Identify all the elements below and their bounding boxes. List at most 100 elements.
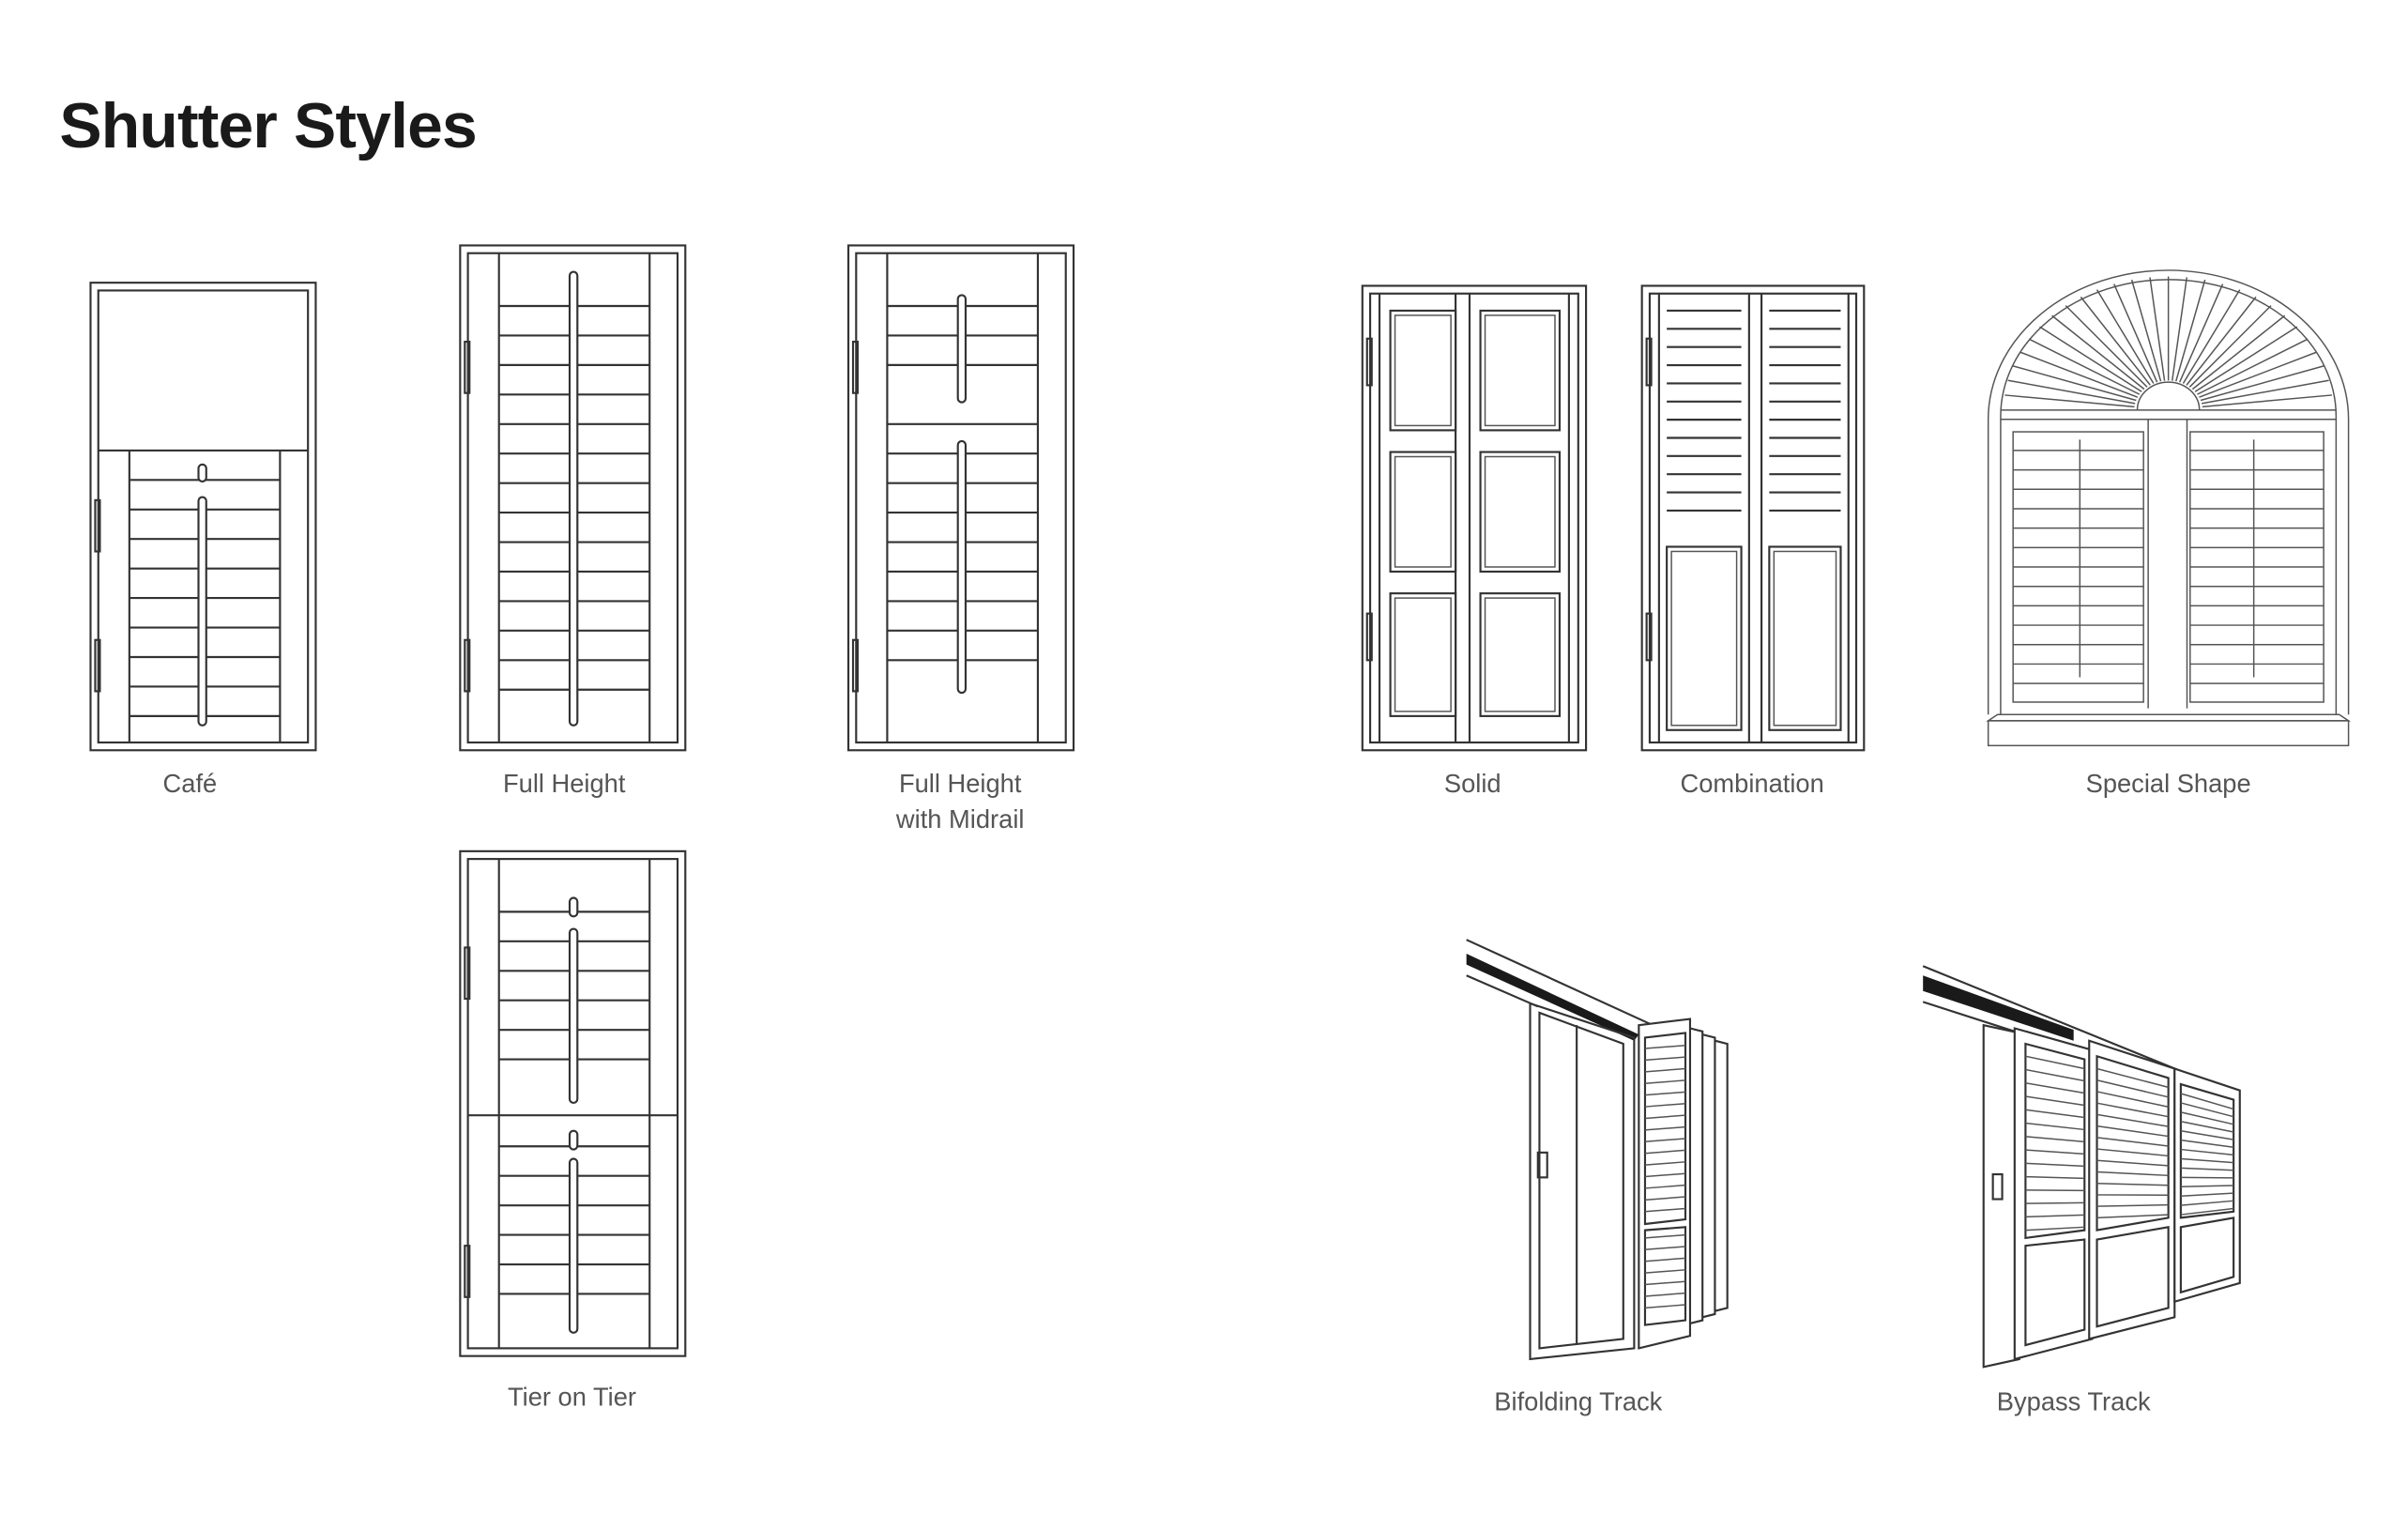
louver-slat bbox=[2180, 1093, 2234, 1110]
sunburst-ray bbox=[2202, 379, 2329, 405]
louver-slat bbox=[2025, 1214, 2085, 1218]
sunburst-ray bbox=[2004, 394, 2135, 408]
louver-slat bbox=[1644, 1292, 1686, 1297]
sunburst-ray bbox=[2007, 379, 2136, 405]
raised-panel bbox=[1479, 309, 1562, 432]
combination-shutter-drawing bbox=[1640, 284, 1866, 752]
louver-slat bbox=[2096, 1079, 2169, 1098]
label-tier-on-tier: Tier on Tier bbox=[508, 1383, 636, 1412]
sunburst-ray bbox=[2012, 365, 2137, 402]
louver-slat bbox=[2096, 1137, 2169, 1147]
label-solid: Solid bbox=[1444, 769, 1501, 798]
sunburst-ray bbox=[2028, 338, 2141, 395]
sunburst-ray bbox=[2178, 283, 2224, 383]
louver-slat bbox=[2025, 1082, 2085, 1094]
raised-panel bbox=[1768, 545, 1842, 731]
louver-slat bbox=[2180, 1200, 2234, 1206]
louver-slat bbox=[2025, 1175, 2085, 1180]
sunburst-ray bbox=[2065, 305, 2148, 388]
raised-panel-inner bbox=[1484, 597, 1556, 712]
louver-slat bbox=[2096, 1102, 2169, 1118]
louver-slat bbox=[2180, 1157, 2234, 1164]
louver-slat bbox=[2096, 1067, 2169, 1089]
louver-slat bbox=[2180, 1167, 2234, 1171]
louver-slat bbox=[1644, 1257, 1686, 1262]
raised-panel bbox=[1666, 545, 1743, 731]
raised-panel-inner bbox=[1484, 455, 1556, 568]
sunburst-ray bbox=[2171, 277, 2188, 381]
page-title: Shutter Styles bbox=[59, 91, 477, 161]
cafe-shutter-drawing bbox=[89, 282, 317, 752]
louver-slat bbox=[2180, 1148, 2234, 1156]
louver-slat bbox=[2025, 1055, 2085, 1070]
sunburst-ray bbox=[2202, 394, 2333, 408]
bifolding-track-drawing bbox=[1466, 939, 1729, 1361]
louver-slat bbox=[2096, 1125, 2169, 1138]
tilt-rod bbox=[956, 439, 968, 695]
label-bypass-track: Bypass Track bbox=[1997, 1387, 2151, 1416]
louver-slat bbox=[1644, 1233, 1686, 1239]
label-full-height-midrail: Full Height bbox=[899, 769, 1022, 798]
raised-panel bbox=[1389, 451, 1457, 574]
louver-slat bbox=[2025, 1136, 2085, 1143]
tilt-rod bbox=[197, 496, 207, 727]
louver-slat bbox=[2025, 1149, 2085, 1155]
solid-shutter-drawing bbox=[1361, 284, 1588, 752]
raised-panel bbox=[1389, 309, 1457, 432]
louver-slat bbox=[2025, 1189, 2085, 1192]
louver-slat bbox=[1644, 1172, 1686, 1178]
tilt-rod bbox=[568, 1157, 579, 1334]
label-bifolding-track: Bifolding Track bbox=[1494, 1387, 1662, 1416]
sunburst-ray bbox=[2175, 279, 2206, 382]
label-combination: Combination bbox=[1681, 769, 1824, 798]
sunburst-ray bbox=[2051, 314, 2145, 390]
louver-slat bbox=[2180, 1207, 2234, 1216]
tier-on-tier-shutter-drawing bbox=[459, 849, 687, 1357]
tilt-rod bbox=[568, 896, 579, 918]
louver-slat bbox=[2096, 1203, 2169, 1207]
label-full-height: Full Height bbox=[503, 769, 626, 798]
louver-slat bbox=[1644, 1269, 1686, 1274]
louver-slat bbox=[2096, 1113, 2169, 1127]
louver-slat bbox=[1644, 1091, 1686, 1096]
louver-slat bbox=[2025, 1109, 2085, 1119]
louver-slat bbox=[2025, 1095, 2085, 1107]
louver-slat bbox=[1644, 1207, 1686, 1213]
louver-slat bbox=[1644, 1125, 1686, 1131]
louver-slat bbox=[1644, 1280, 1686, 1286]
raised-panel-inner bbox=[1394, 597, 1452, 712]
raised-panel-inner bbox=[1394, 314, 1452, 427]
louver-slat bbox=[2180, 1111, 2234, 1125]
louver-slat bbox=[2025, 1226, 2085, 1232]
louver-slat bbox=[2180, 1102, 2234, 1118]
sunburst-ray bbox=[2194, 326, 2298, 392]
label-full-height-midrail-line2: with Midrail bbox=[895, 804, 1025, 834]
sunburst-ray bbox=[2182, 289, 2241, 384]
raised-panel-inner bbox=[1773, 550, 1837, 727]
louver-slat bbox=[1644, 1246, 1686, 1251]
sunburst-ray bbox=[2186, 296, 2257, 386]
label-special-shape: Special Shape bbox=[2086, 769, 2251, 798]
raised-panel-inner bbox=[1484, 314, 1556, 427]
louver-slat bbox=[1644, 1196, 1686, 1201]
full-height-shutter-drawing bbox=[459, 244, 687, 752]
tilt-rod bbox=[568, 270, 579, 727]
louver-slat bbox=[2096, 1148, 2169, 1157]
louver-slat bbox=[2096, 1182, 2169, 1186]
special-shape-shutter-drawing bbox=[1986, 269, 2352, 747]
sunburst-ray bbox=[2188, 305, 2272, 388]
label-cafe: Café bbox=[163, 769, 218, 798]
sunburst-ray bbox=[2199, 351, 2317, 398]
sunburst-ray bbox=[2080, 296, 2151, 386]
tilt-rod bbox=[568, 1129, 579, 1151]
louver-slat bbox=[1644, 1056, 1686, 1062]
louver-slat bbox=[1644, 1161, 1686, 1166]
louver-slat bbox=[1644, 1304, 1686, 1309]
sunburst-ray bbox=[2039, 326, 2142, 392]
sunburst-ray bbox=[2019, 351, 2139, 398]
raised-panel bbox=[1479, 592, 1562, 717]
raised-panel bbox=[1389, 592, 1457, 717]
louver-slat bbox=[1644, 1079, 1686, 1084]
sunburst-ray bbox=[2197, 338, 2309, 395]
